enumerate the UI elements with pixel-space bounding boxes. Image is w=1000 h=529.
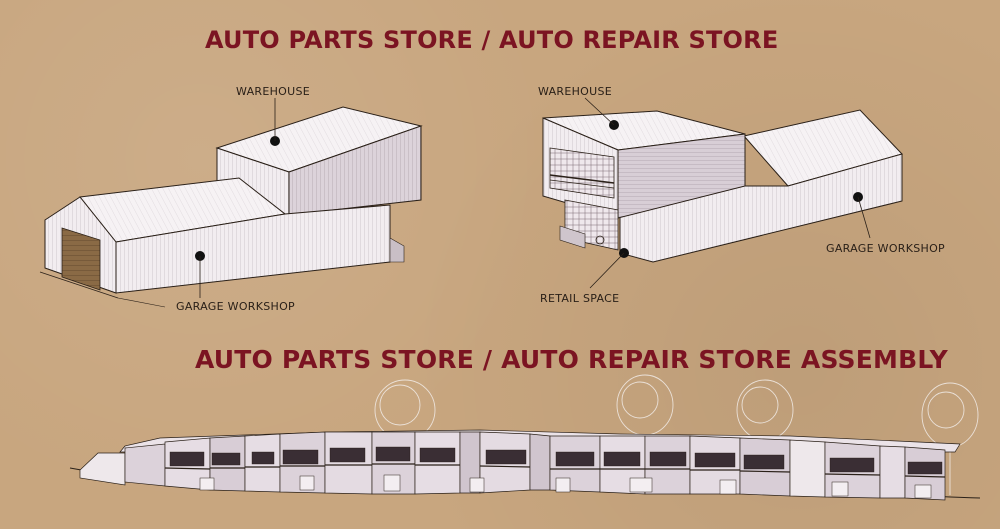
right-building <box>542 97 903 289</box>
assembly-title: AUTO PARTS STORE / AUTO REPAIR STORE ASS… <box>195 345 948 374</box>
page-title: AUTO PARTS STORE / AUTO REPAIR STORE <box>205 26 779 54</box>
left-building <box>39 98 423 308</box>
assembly-entries <box>199 474 932 499</box>
assembly-balconies <box>164 463 946 478</box>
assembly-street <box>69 374 981 501</box>
label-left-garage-workshop: GARAGE WORKSHOP <box>176 300 295 313</box>
label-right-warehouse: WAREHOUSE <box>538 85 613 98</box>
assembly-windows <box>169 446 943 475</box>
label-left-warehouse: WAREHOUSE <box>236 85 311 98</box>
label-right-garage-workshop: GARAGE WORKSHOP <box>826 242 945 255</box>
label-right-retail-space: RETAIL SPACE <box>540 292 620 305</box>
